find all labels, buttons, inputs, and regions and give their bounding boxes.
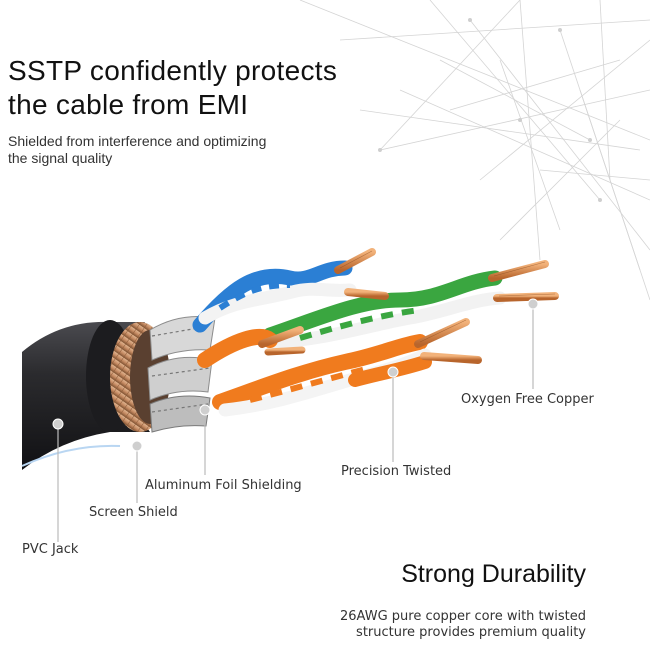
green-twisted-pair (262, 270, 507, 349)
copper-marker (527, 298, 539, 310)
callout-precision-twisted: Precision Twisted (341, 464, 452, 479)
foil-marker (199, 404, 211, 416)
subheadline-line-2: the signal quality (8, 150, 113, 166)
headline: SSTP confidently protects the cable from… (8, 54, 337, 122)
durability-line-1: 26AWG pure copper core with twisted (339, 609, 586, 624)
durability-line-2: structure provides premium quality (356, 625, 586, 640)
blue-twisted-pair (192, 260, 357, 333)
callout-oxygen-free-copper: Oxygen Free Copper (461, 392, 594, 407)
headline-line-2: the cable from EMI (8, 89, 249, 120)
subheadline-line-1: Shielded from interference and optimizin… (8, 133, 267, 149)
callout-aluminum-foil-shielding: Aluminum Foil Shielding (145, 478, 302, 493)
copper-conductors (258, 248, 559, 364)
durability-description: 26AWG pure copper core with twisted stru… (340, 609, 586, 641)
durability-title: Strong Durability (401, 560, 586, 588)
screen-shield-marker (131, 440, 143, 452)
pvc-jack-marker (52, 418, 64, 430)
twist-marker (387, 366, 399, 378)
subheadline: Shielded from interference and optimizin… (8, 133, 266, 167)
headline-line-1: SSTP confidently protects (8, 55, 338, 86)
callout-pvc-jack: PVC Jack (22, 542, 79, 557)
callout-screen-shield: Screen Shield (89, 505, 178, 520)
